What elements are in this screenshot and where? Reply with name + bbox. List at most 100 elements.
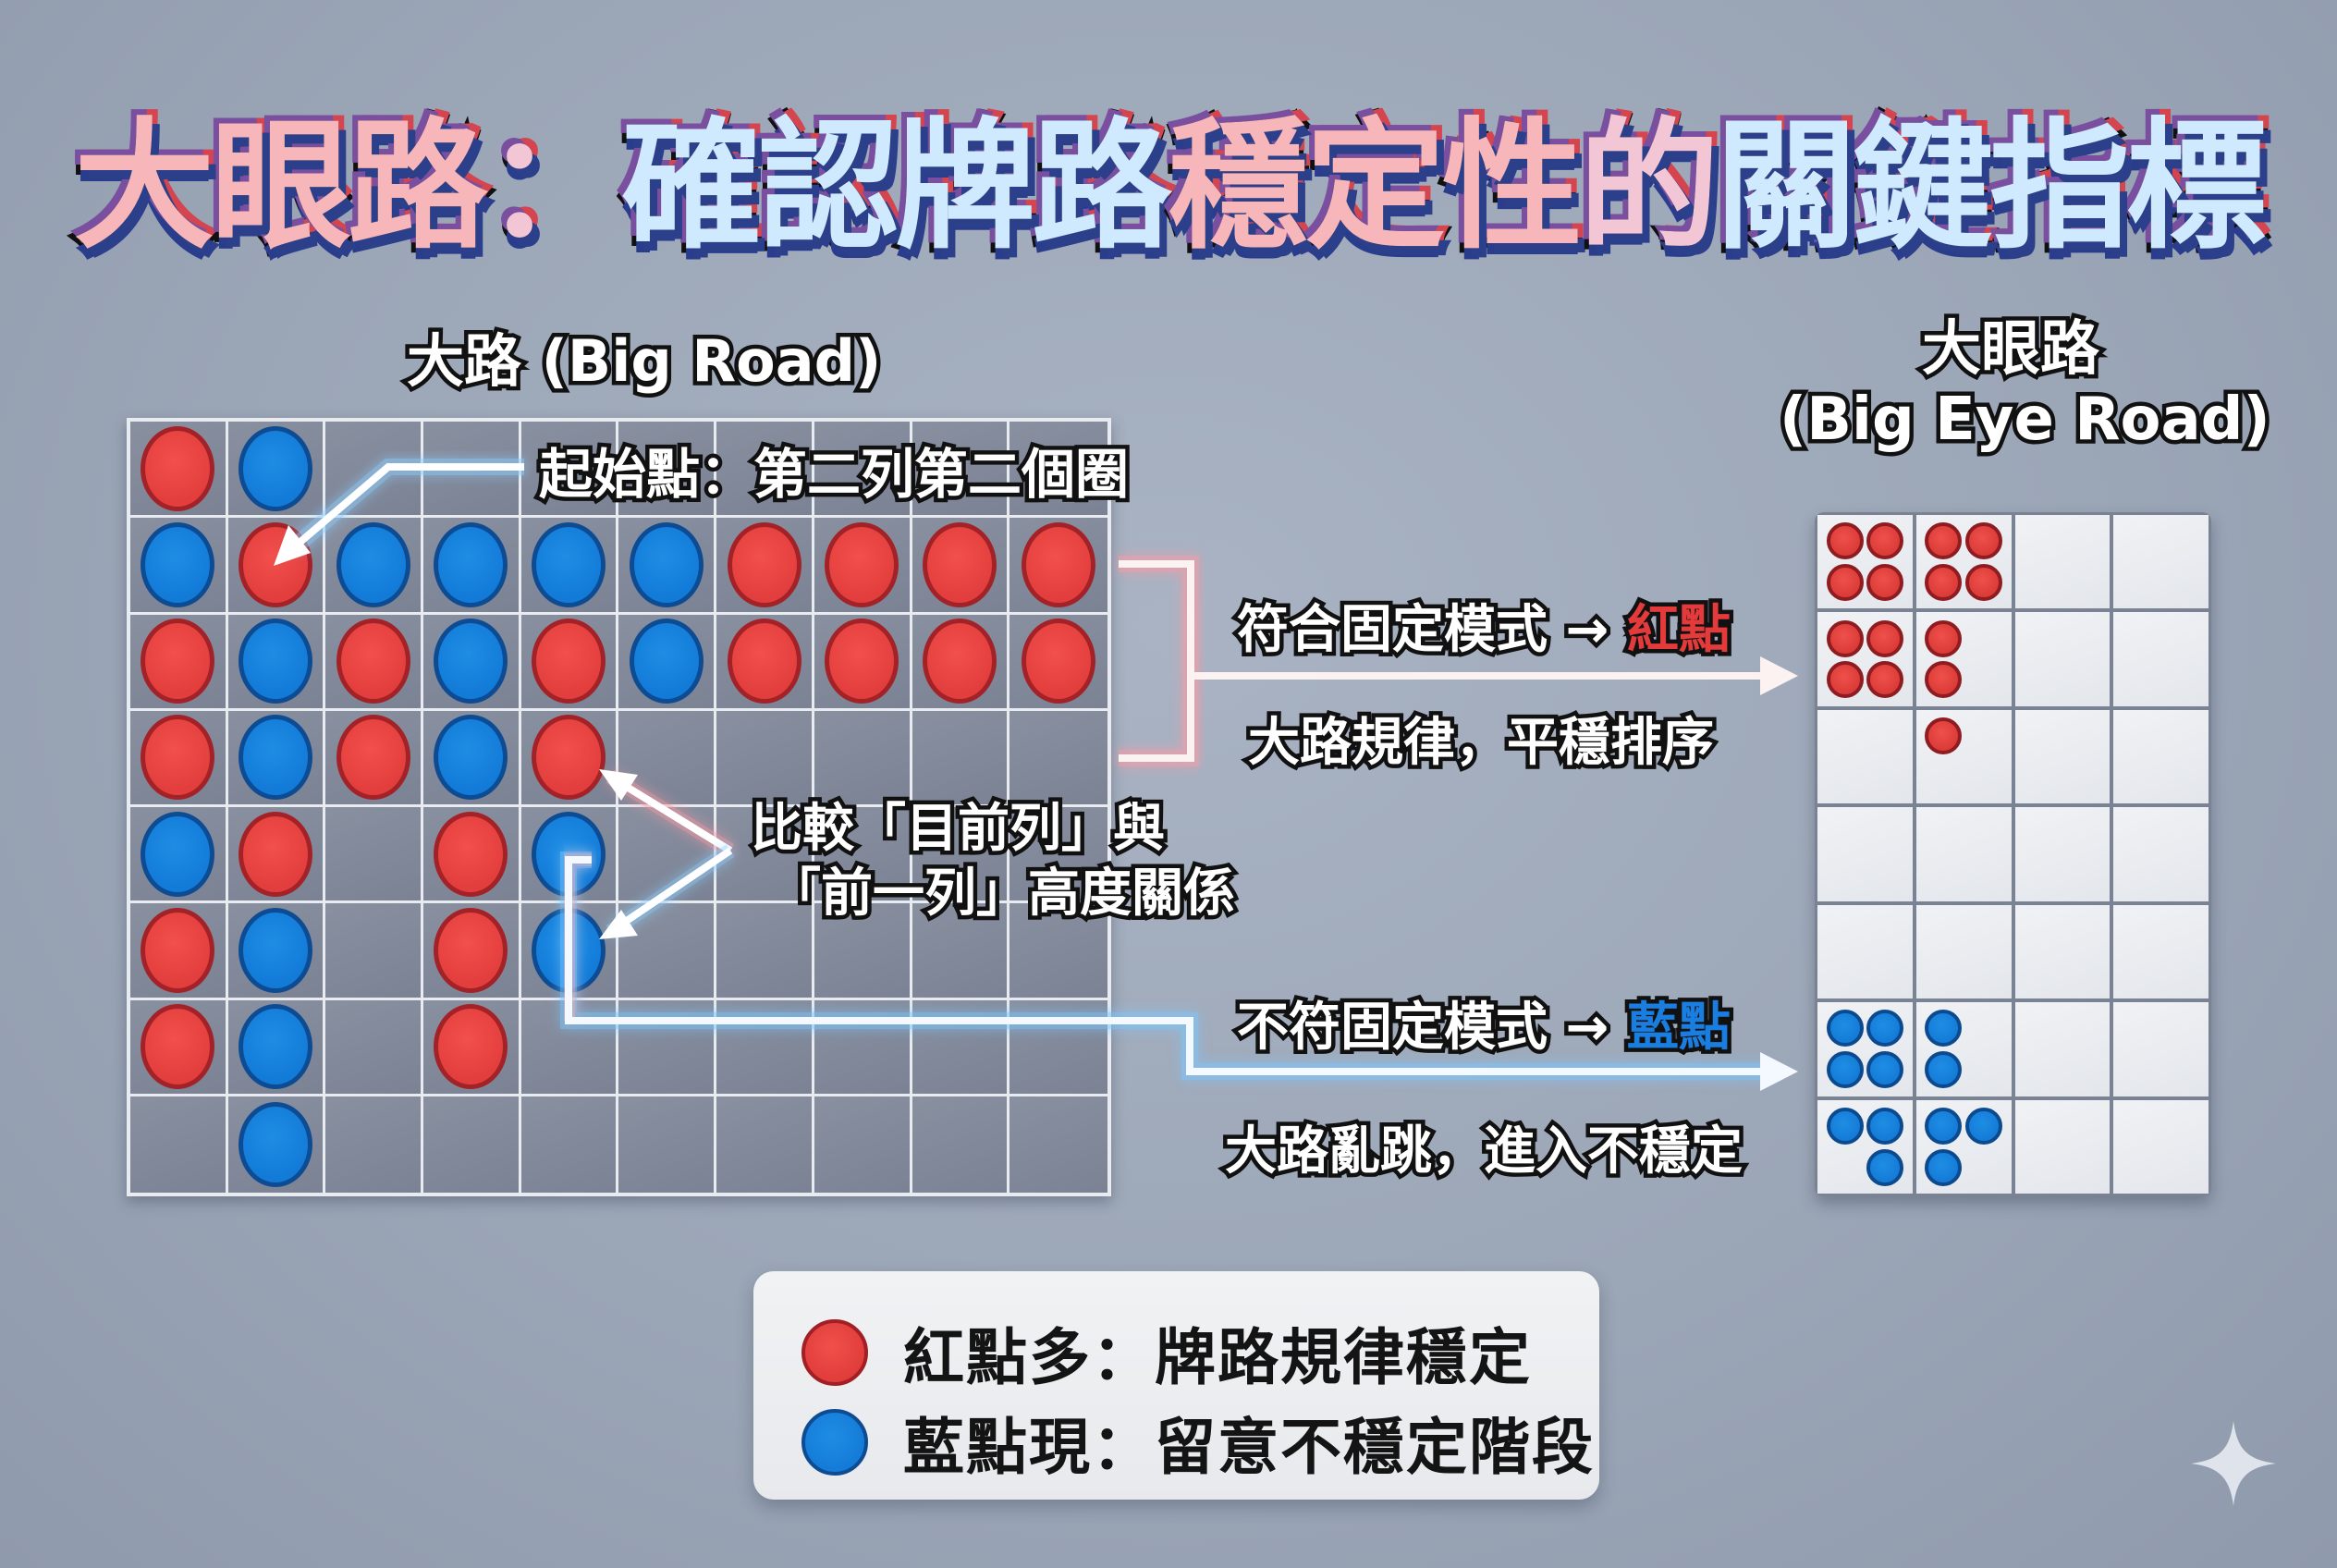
big-road-cell <box>618 614 717 711</box>
big-eye-road-cell <box>1915 1002 2012 1096</box>
blue-circle-icon <box>141 521 215 607</box>
start-point-callout: 起始點：第二列第二個圈 <box>534 439 1132 510</box>
big-road-cell <box>423 614 521 711</box>
red-circle-icon <box>1022 619 1096 704</box>
title-part-big-eye-road: 大眼路 <box>69 100 493 273</box>
red-circle-icon <box>1022 521 1096 607</box>
blue-dot-icon <box>1925 1107 1963 1145</box>
big-eye-road-grid <box>1815 512 2211 1196</box>
big-eye-road-cell <box>2014 515 2111 609</box>
big-road-cell <box>227 903 326 1000</box>
big-eye-road-cell <box>2014 709 2111 804</box>
compare-callout-line2: 「前一列」高度關係 <box>765 860 1240 928</box>
big-road-cell <box>1009 422 1107 519</box>
big-eye-road-cell <box>2113 1099 2209 1194</box>
big-road-cell <box>423 710 521 807</box>
big-road-cell <box>912 999 1010 1096</box>
big-eye-road-cell <box>1817 1099 1913 1194</box>
red-circle-icon <box>727 619 801 704</box>
red-circle-icon <box>825 619 899 704</box>
big-eye-road-cell <box>2014 612 2111 706</box>
mismatch-description: 大路亂跳，進入不穩定 <box>1221 1118 1747 1186</box>
big-road-cell <box>130 903 228 1000</box>
blue-dot-icon <box>1826 1107 1864 1145</box>
page-title: 大眼路：確認牌路穩定性的關鍵指標 <box>0 72 2337 276</box>
title-part-confirm-road: 確認牌路 <box>617 100 1177 273</box>
big-road-cell <box>716 710 814 807</box>
big-road-cell <box>423 422 521 519</box>
big-road-cell <box>423 807 521 904</box>
big-road-cell <box>227 614 326 711</box>
big-road-cell <box>1009 999 1107 1096</box>
big-eye-road-cell <box>1915 807 2012 901</box>
blue-circle-icon <box>532 521 606 607</box>
blue-dot-icon <box>1925 1148 1963 1186</box>
big-road-cell <box>130 1096 228 1193</box>
big-road-cell <box>325 422 424 519</box>
blue-circle-icon <box>239 907 313 993</box>
big-road-cell <box>325 999 424 1096</box>
blue-dot-icon <box>801 1409 868 1476</box>
big-eye-road-cell <box>2014 1099 2111 1194</box>
big-road-cell <box>227 807 326 904</box>
red-circle-icon <box>141 619 215 704</box>
red-circle-icon <box>532 619 606 704</box>
big-eye-road-cell <box>2113 515 2209 609</box>
title-part-key-indicator: 關鍵指標 <box>1711 100 2271 273</box>
compare-callout-line1: 比較「目前列」與 <box>747 795 1169 864</box>
red-dot-icon <box>1925 661 1963 699</box>
title-colon: ： <box>480 100 630 273</box>
big-road-cell <box>227 1096 326 1193</box>
red-circle-icon <box>532 715 606 801</box>
compare-callout: 比較「目前列」與 「前一列」高度關係 <box>747 795 1240 928</box>
blue-circle-icon <box>336 521 410 607</box>
big-eye-road-cell <box>2113 904 2209 999</box>
big-eye-road-cell <box>2014 904 2111 999</box>
red-circle-icon <box>239 521 313 607</box>
big-road-cell <box>618 518 717 615</box>
big-road-cell <box>618 710 717 807</box>
big-road-cell <box>1009 1096 1107 1193</box>
big-road-cell <box>912 518 1010 615</box>
big-eye-road-cell <box>1915 1099 2012 1194</box>
red-dot-icon <box>1866 661 1904 699</box>
blue-dot-icon <box>1826 1051 1864 1089</box>
red-circle-icon <box>922 619 997 704</box>
big-road-cell <box>325 903 424 1000</box>
blue-circle-icon <box>434 521 508 607</box>
big-road-cell <box>716 518 814 615</box>
red-dot-icon <box>1925 717 1963 755</box>
big-road-cell <box>618 1096 717 1193</box>
big-road-cell <box>814 518 912 615</box>
red-dot-icon <box>1866 619 1904 657</box>
match-prefix: 符合固定模式 → <box>1233 596 1627 665</box>
big-road-cell <box>130 807 228 904</box>
big-road-cell <box>520 903 619 1000</box>
red-circle-icon <box>239 811 313 897</box>
big-road-cell <box>325 1096 424 1193</box>
big-eye-road-cell <box>1817 807 1913 901</box>
big-eye-road-cell <box>2113 807 2209 901</box>
blue-dot-icon <box>1964 1107 2002 1145</box>
big-road-cell <box>814 1096 912 1193</box>
red-circle-icon <box>825 521 899 607</box>
big-eye-road-cell <box>1915 612 2012 706</box>
big-eye-road-cell <box>1817 904 1913 999</box>
blue-circle-icon <box>629 619 704 704</box>
big-road-cell <box>520 422 619 519</box>
big-road-cell <box>227 422 326 519</box>
big-road-cell <box>814 614 912 711</box>
title-part-of: 的 <box>1574 100 1724 273</box>
big-road-cell <box>520 1096 619 1193</box>
legend-text-blue: 藍點現：留意不穩定階段 <box>903 1412 1595 1483</box>
big-road-cell <box>912 710 1010 807</box>
big-road-cell <box>814 710 912 807</box>
big-road-label: 大路 (Big Road) <box>403 324 886 399</box>
blue-circle-icon <box>629 521 704 607</box>
red-circle-icon <box>141 1004 215 1090</box>
big-road-cell <box>912 422 1010 519</box>
big-road-cell <box>814 999 912 1096</box>
big-road-cell <box>716 1096 814 1193</box>
big-road-cell <box>520 710 619 807</box>
big-eye-road-label: 大眼路 (Big Eye Road) <box>1776 312 2275 459</box>
